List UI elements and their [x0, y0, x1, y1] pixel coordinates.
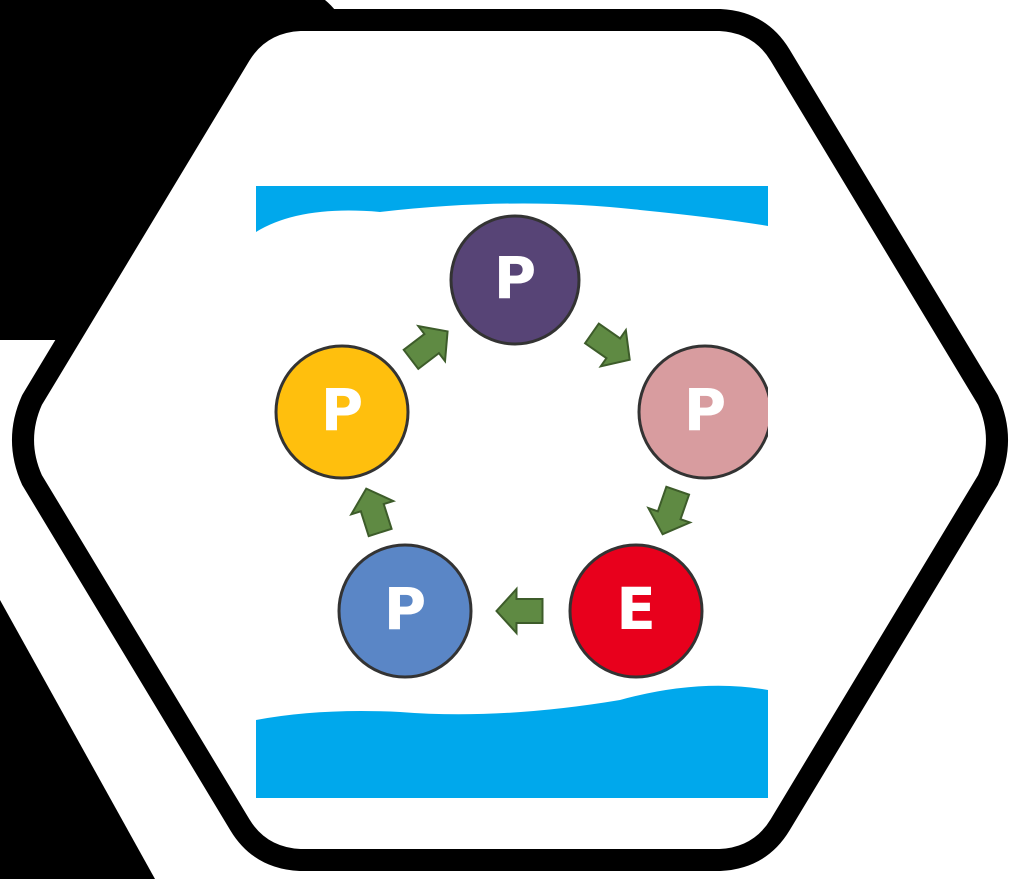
arrow-right-to-bottom-right [646, 485, 693, 536]
node-letter: P [684, 376, 727, 444]
white-brush-streak-left [256, 236, 350, 290]
node-circle [274, 344, 410, 480]
arrow-left-to-top [402, 324, 449, 371]
black-corner-shape-bottom-left [0, 600, 155, 879]
node-circle [568, 543, 704, 679]
cycle-picture: P P E P P [256, 186, 768, 798]
node-letter: P [494, 244, 537, 312]
cycle-node-top: P [449, 214, 581, 346]
cycle-arrows [349, 322, 693, 636]
arrow-top-to-right [583, 322, 631, 368]
arrow-bottom-left-to-left [349, 487, 397, 538]
node-letter: E [616, 575, 656, 643]
node-circle [449, 214, 581, 346]
cycle-node-left: P [274, 344, 410, 480]
node-letter: P [384, 575, 427, 643]
cycle-node-bottom-right: E [568, 543, 704, 679]
node-letter: P [321, 376, 364, 444]
node-circle [337, 543, 473, 679]
white-brush-streak-bottom [256, 660, 370, 712]
cycle-nodes: P P E P P [274, 214, 768, 679]
cycle-node-bottom-left: P [337, 543, 473, 679]
arrow-bottom-right-to-bottom-left [495, 586, 544, 636]
node-circle [637, 344, 768, 480]
cycle-node-right: P [637, 344, 768, 480]
